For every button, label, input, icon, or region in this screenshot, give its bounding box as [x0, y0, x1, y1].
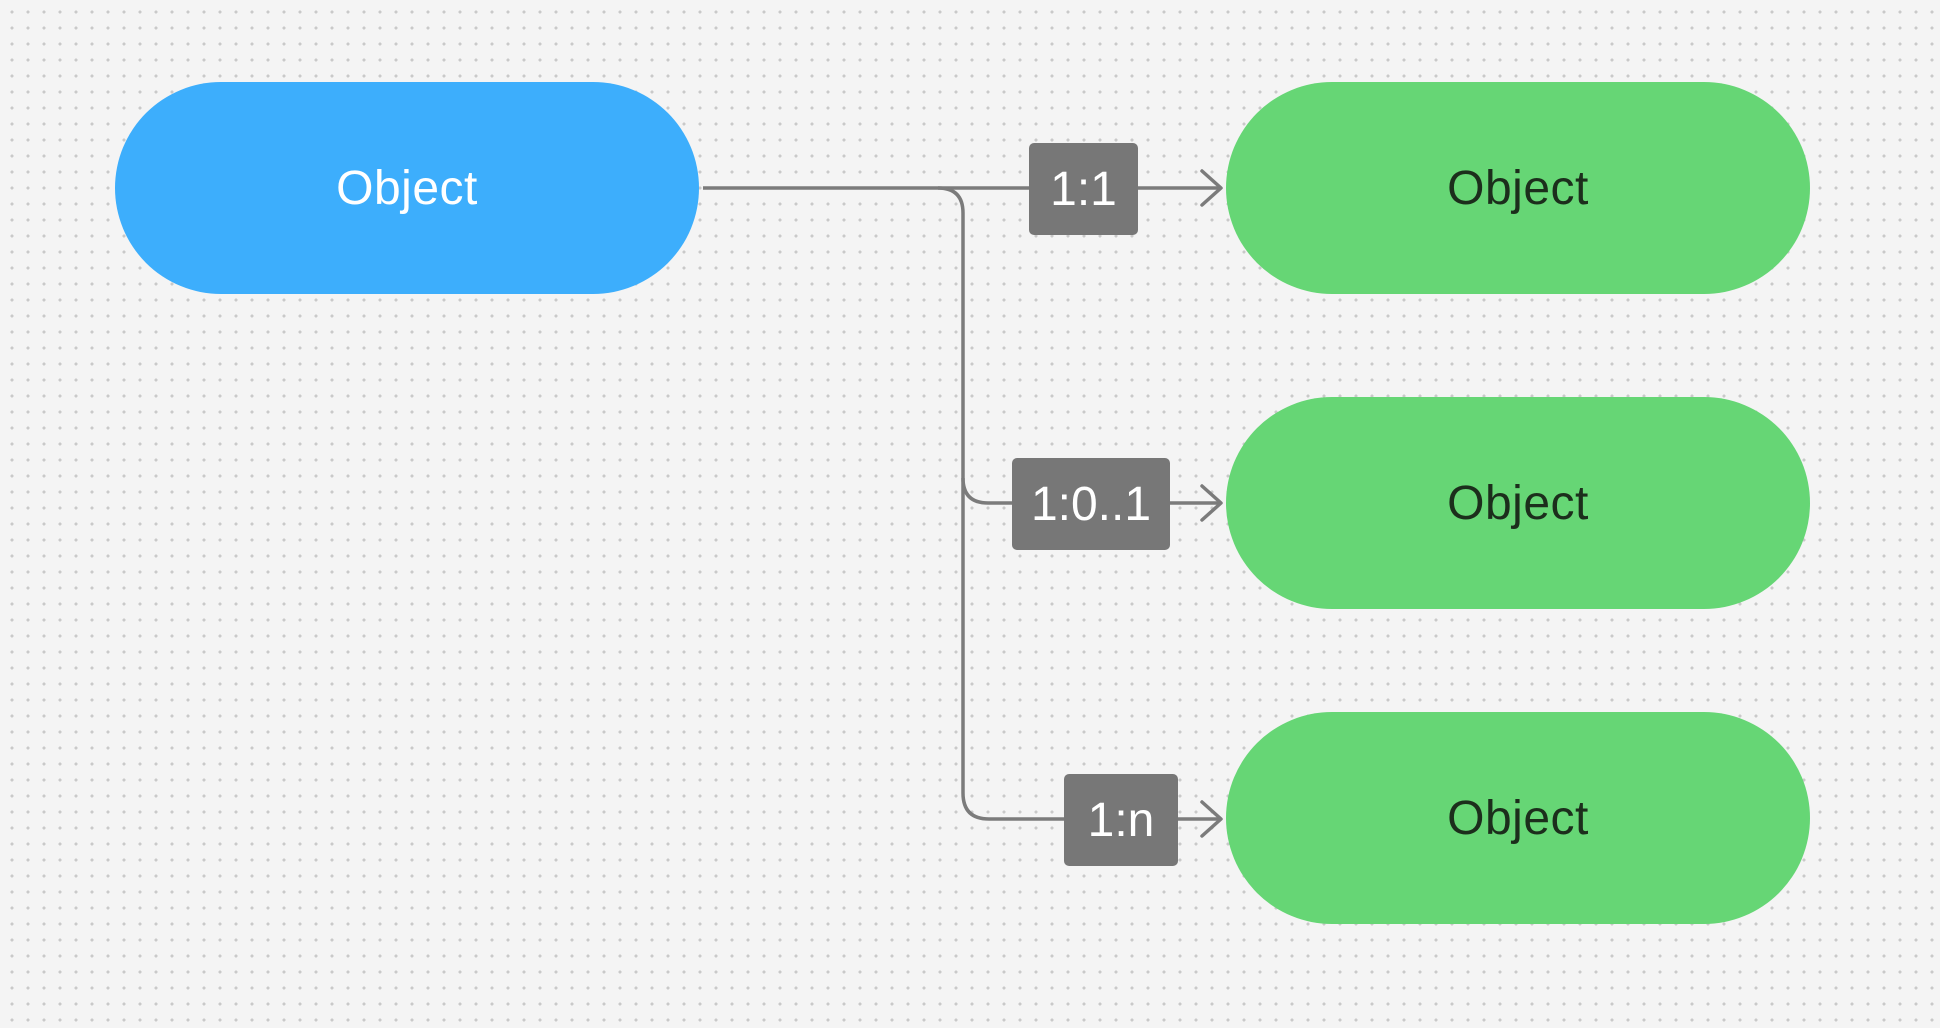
cardinality-label-one-to-zero-or-one[interactable]: 1:0..1	[1012, 458, 1170, 550]
target-object-node-2[interactable]: Object	[1226, 397, 1810, 609]
cardinality-label-one-to-one[interactable]: 1:1	[1029, 143, 1138, 235]
target-object-label-2: Object	[1447, 476, 1589, 530]
target-object-node-3[interactable]: Object	[1226, 712, 1810, 924]
cardinality-text-2: 1:0..1	[1030, 477, 1152, 531]
arrowhead-2	[1200, 484, 1223, 522]
target-object-label-3: Object	[1447, 791, 1589, 845]
connector-to-object-2	[937, 186, 1221, 505]
source-object-label: Object	[336, 161, 478, 215]
arrowhead-1	[1200, 169, 1223, 207]
connector-to-object-3	[961, 478, 1221, 821]
target-object-label-1: Object	[1447, 161, 1589, 215]
cardinality-text-1: 1:1	[1050, 162, 1117, 216]
arrowhead-3	[1200, 800, 1223, 838]
target-object-node-1[interactable]: Object	[1226, 82, 1810, 294]
source-object-node[interactable]: Object	[115, 82, 699, 294]
cardinality-label-one-to-many[interactable]: 1:n	[1064, 774, 1178, 866]
cardinality-text-3: 1:n	[1087, 793, 1155, 847]
